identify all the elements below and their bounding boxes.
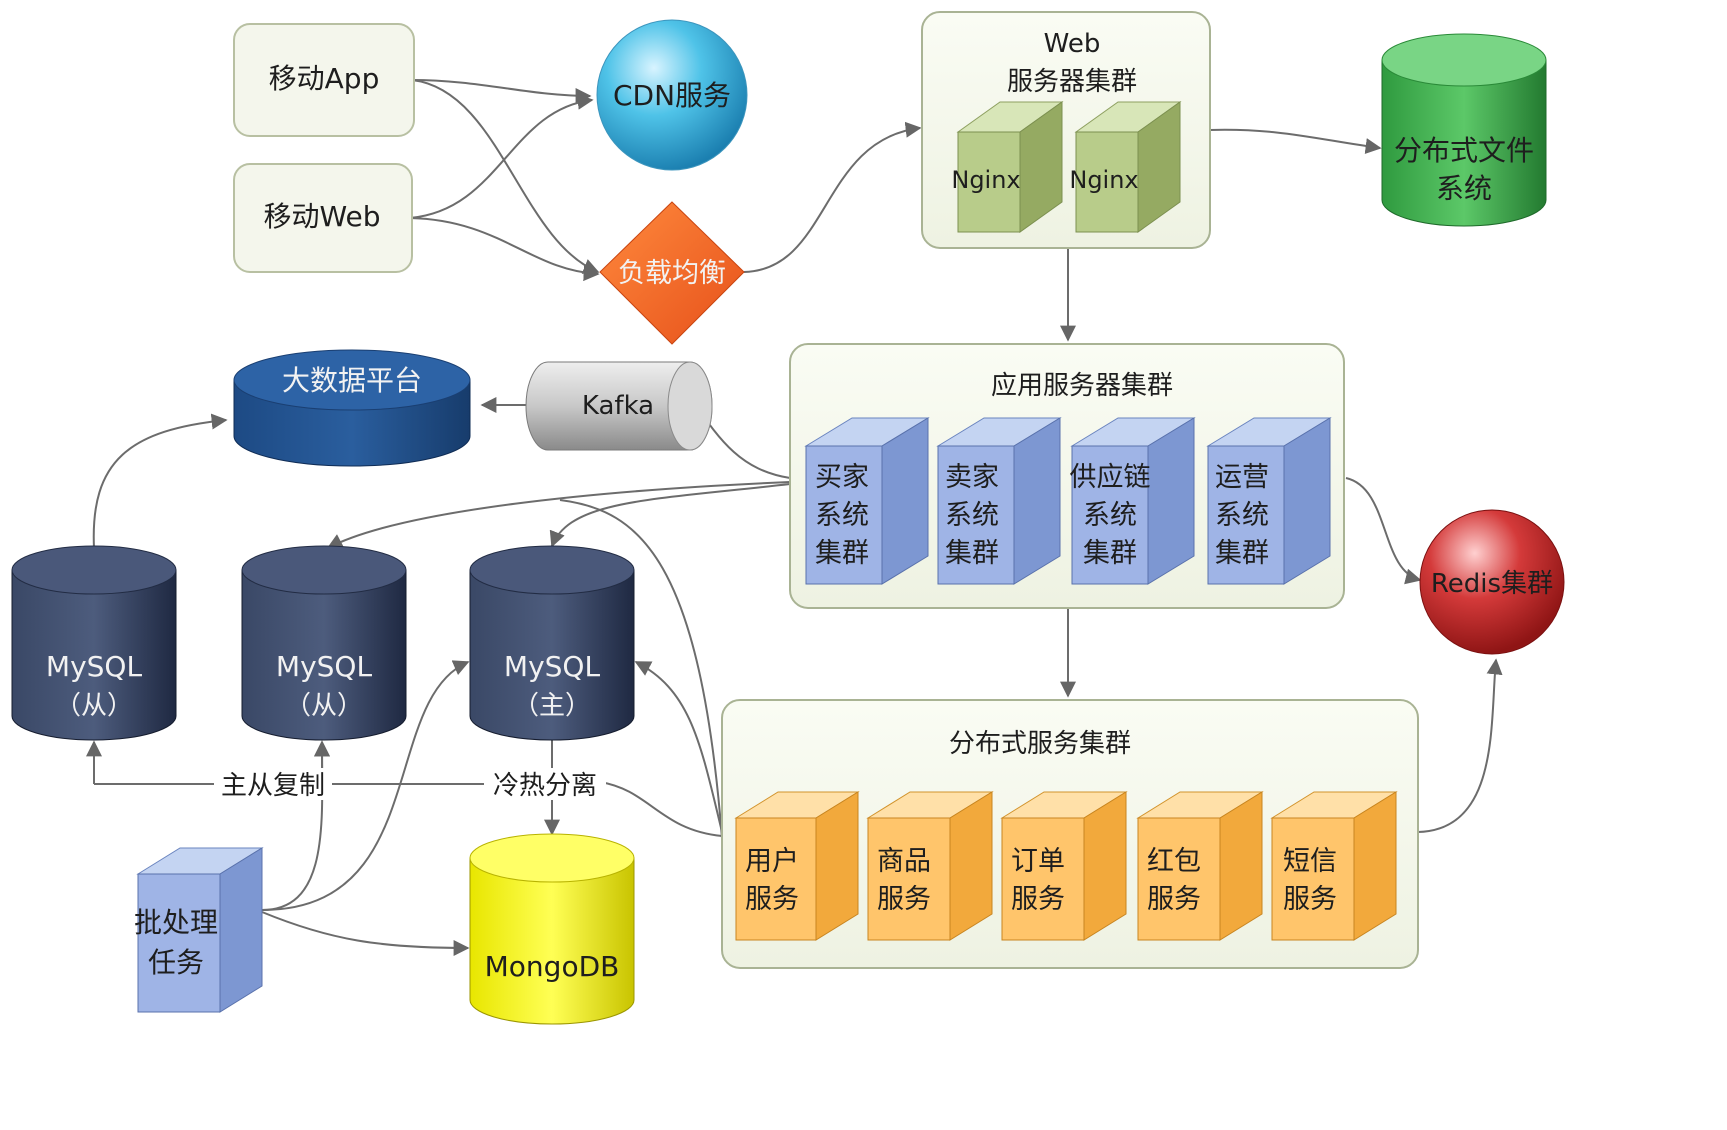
- hot-cold-label: 冷热分离: [484, 768, 606, 801]
- mysql-master: MySQL （主）: [469, 545, 635, 741]
- kafka-label: Kafka: [582, 391, 654, 421]
- service-node-sms-line1: 短信: [1283, 846, 1337, 877]
- edge-mysql-slave1-to-bigdata: [92, 413, 228, 549]
- mysql-slave-2-role: （从）: [285, 691, 363, 721]
- app-cluster-title: 应用服务器集群: [991, 371, 1173, 401]
- app-node-operations: 运营 系统 集群: [1206, 417, 1332, 585]
- service-node-user-line2: 服务: [745, 884, 799, 915]
- web-cluster-title-line1: Web: [1044, 29, 1101, 59]
- batch-task-line1: 批处理: [134, 906, 218, 939]
- app-node-seller: 卖家 系统 集群: [936, 417, 1062, 585]
- app-node-buyer: 买家 系统 集群: [804, 417, 930, 585]
- app-node-supply-chain-line3: 集群: [1083, 538, 1137, 569]
- service-node-red-packet-line1: 红包: [1147, 846, 1201, 877]
- app-node-supply-chain: 供应链 系统 集群: [1070, 417, 1196, 585]
- app-node-buyer-line3: 集群: [815, 538, 869, 569]
- edge-servicecluster-to-redis: [1417, 658, 1503, 833]
- app-node-buyer-line2: 系统: [815, 500, 869, 531]
- replication-label: 主从复制: [214, 768, 332, 801]
- edge-batch-to-mongodb: [261, 911, 470, 956]
- service-node-product: 商品 服务: [866, 791, 994, 941]
- distributed-file-system: 分布式文件 系统: [1381, 33, 1547, 227]
- mysql-slave-1-name: MySQL: [46, 650, 143, 683]
- redis-label: Redis集群: [1431, 569, 1553, 599]
- service-cluster-title: 分布式服务集群: [949, 729, 1131, 759]
- app-node-seller-line1: 卖家: [945, 462, 999, 493]
- mysql-slave-1: MySQL （从）: [11, 545, 177, 741]
- client-mobile-web-label: 移动Web: [263, 200, 380, 233]
- service-node-product-line2: 服务: [877, 884, 931, 915]
- mysql-master-role: （主）: [513, 691, 591, 721]
- app-node-operations-line1: 运营: [1215, 462, 1269, 493]
- edge-batch-to-mysql-master: [261, 660, 470, 911]
- replication-label-text: 主从复制: [221, 771, 325, 801]
- redis-cluster: Redis集群: [1419, 509, 1565, 655]
- mongodb-label: MongoDB: [485, 950, 620, 983]
- edge-web-to-cdn: [409, 93, 594, 219]
- mysql-slave-2-name: MySQL: [276, 650, 373, 683]
- app-node-operations-line2: 系统: [1215, 500, 1269, 531]
- load-balancer-node: 负载均衡: [599, 201, 745, 345]
- service-node-sms-line2: 服务: [1283, 884, 1337, 915]
- nginx-node-1-label: Nginx: [951, 166, 1020, 194]
- app-node-seller-line2: 系统: [945, 500, 999, 531]
- kafka-node: Kafka: [525, 361, 713, 451]
- batch-task: 批处理 任务: [134, 847, 264, 1013]
- client-mobile-web: 移动Web: [233, 163, 413, 273]
- edge-servicecluster-to-mysql-master-upper: [559, 499, 723, 839]
- file-system-label-line1: 分布式文件: [1394, 134, 1534, 167]
- service-node-sms: 短信 服务: [1270, 791, 1398, 941]
- edge-appcluster-to-redis: [1345, 477, 1422, 585]
- service-node-user-line1: 用户: [745, 846, 799, 877]
- app-server-cluster: 应用服务器集群 买家 系统 集群 卖家 系统 集群 供应链 系统 集群: [789, 343, 1345, 609]
- service-node-red-packet-line2: 服务: [1147, 884, 1201, 915]
- client-mobile-app: 移动App: [233, 23, 415, 137]
- edge-batch-to-mysql-slave2: [261, 740, 331, 911]
- app-node-supply-chain-line1: 供应链: [1070, 462, 1151, 493]
- cdn-label: CDN服务: [613, 79, 731, 112]
- service-node-order-line2: 服务: [1011, 884, 1065, 915]
- edge-app-to-cdn: [411, 79, 592, 104]
- service-node-order-line1: 订单: [1011, 846, 1065, 877]
- edge-app-to-lb: [411, 79, 600, 274]
- load-balancer-label: 负载均衡: [618, 258, 726, 289]
- service-node-user: 用户 服务: [734, 791, 860, 941]
- service-node-red-packet: 红包 服务: [1136, 791, 1264, 941]
- mysql-master-name: MySQL: [504, 650, 601, 683]
- edge-appcluster-to-mysql-slave2: [326, 481, 791, 549]
- hot-cold-label-text: 冷热分离: [493, 771, 597, 801]
- nginx-node-1: Nginx: [951, 101, 1064, 233]
- service-node-order: 订单 服务: [1000, 791, 1128, 941]
- client-mobile-app-label: 移动App: [269, 62, 380, 95]
- mysql-slave-2: MySQL （从）: [241, 545, 407, 741]
- file-system-label-line2: 系统: [1436, 172, 1492, 205]
- mongodb: MongoDB: [469, 833, 635, 1025]
- edge-servicecluster-to-mysql-master: [634, 661, 723, 833]
- nginx-node-2: Nginx: [1069, 101, 1182, 233]
- app-node-operations-line3: 集群: [1215, 538, 1269, 569]
- service-cluster: 分布式服务集群 用户 服务 商品 服务 订单 服务 红包 服务: [721, 699, 1419, 969]
- app-node-seller-line3: 集群: [945, 538, 999, 569]
- app-node-supply-chain-line2: 系统: [1083, 500, 1137, 531]
- batch-task-line2: 任务: [148, 946, 204, 979]
- cdn-node: CDN服务: [596, 19, 748, 171]
- connectors: [86, 79, 1503, 956]
- big-data-platform-label: 大数据平台: [282, 364, 422, 397]
- mysql-slave-1-role: （从）: [55, 691, 133, 721]
- edge-lb-to-webcluster: [743, 121, 922, 273]
- edge-web-to-lb: [409, 217, 600, 282]
- big-data-platform: 大数据平台: [233, 349, 471, 467]
- service-node-product-line1: 商品: [877, 846, 931, 877]
- web-cluster-title-line2: 服务器集群: [1007, 67, 1137, 97]
- edge-appcluster-to-mysql-master: [549, 483, 791, 548]
- nginx-node-2-label: Nginx: [1069, 166, 1138, 194]
- app-node-buyer-line1: 买家: [815, 462, 869, 493]
- edge-webcluster-to-filesystem: [1209, 128, 1382, 155]
- web-server-cluster: Web 服务器集群 Nginx Nginx: [921, 11, 1211, 249]
- edge-servicecluster-to-hotcold: [599, 781, 723, 837]
